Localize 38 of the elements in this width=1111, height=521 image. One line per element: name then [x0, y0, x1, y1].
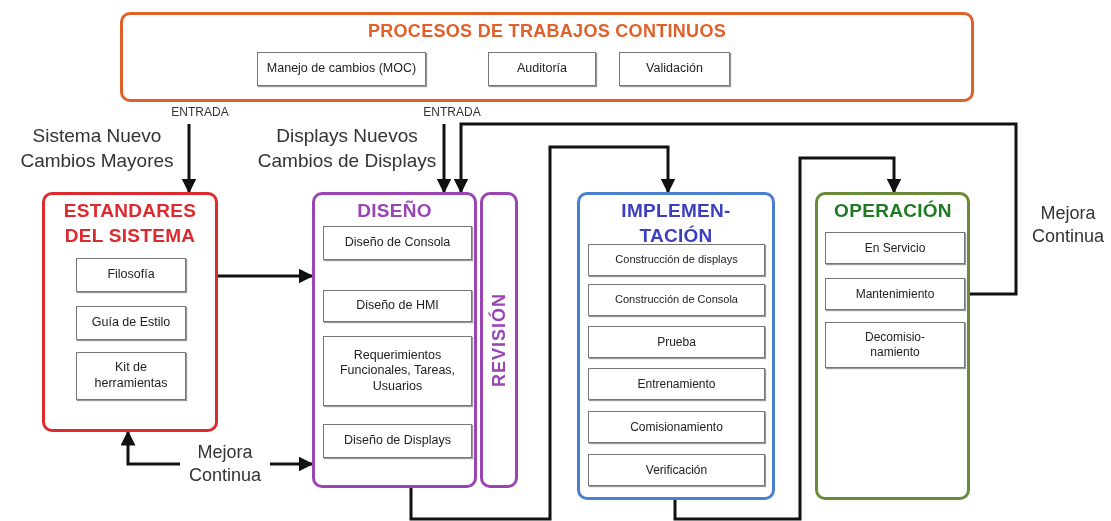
step-box: Construcción de Consola: [588, 284, 765, 316]
step-box: En Servicio: [825, 232, 965, 264]
step-box: Diseño de Consola: [323, 226, 472, 260]
review-bar: [480, 192, 518, 488]
note-text: Displays Nuevos Cambios de Displays: [253, 124, 441, 178]
phase-box: [577, 192, 775, 500]
step-box: Comisionamiento: [588, 411, 765, 443]
step-box: Diseño de HMI: [323, 290, 472, 322]
arrow: [673, 156, 902, 521]
step-box: Verificación: [588, 454, 765, 486]
bar-heading: REVISIÓN: [488, 293, 510, 387]
step-box: Mantenimiento: [825, 278, 965, 310]
phase-box: [815, 192, 970, 500]
phase-box: [312, 192, 477, 488]
step-box: Entrenamiento: [588, 368, 765, 400]
step-box: Construcción de displays: [588, 244, 765, 276]
step-box: Prueba: [588, 326, 765, 358]
step-box: Filosofía: [76, 258, 186, 292]
arrow: [181, 122, 197, 194]
box-heading: ESTANDARES DEL SISTEMA: [62, 199, 198, 248]
step-box: Kit de herramientas: [76, 352, 186, 400]
step-box: Diseño de Displays: [323, 424, 472, 458]
arrow: [409, 145, 676, 521]
step-box: Auditoría: [488, 52, 596, 86]
box-heading: OPERACIÓN: [833, 199, 953, 223]
step-box: Manejo de cambios (MOC): [257, 52, 426, 86]
step-box: Guía de Estilo: [76, 306, 186, 340]
process-group-box: [120, 12, 974, 102]
arrow: [453, 122, 1018, 296]
box-heading: DISEÑO: [356, 199, 433, 223]
phase-box: [42, 192, 218, 432]
step-box: Requerimientos Funcionales, Tareas, Usuarios: [323, 336, 472, 406]
note-text: Sistema Nuevo Cambios Mayores: [8, 124, 186, 178]
arrow: [436, 122, 452, 194]
arrow: [218, 268, 314, 284]
box-heading: PROCESOS DE TRABAJOS CONTINUOS: [366, 20, 727, 43]
step-box: Validación: [619, 52, 730, 86]
step-box: Decomisio- namiento: [825, 322, 965, 368]
